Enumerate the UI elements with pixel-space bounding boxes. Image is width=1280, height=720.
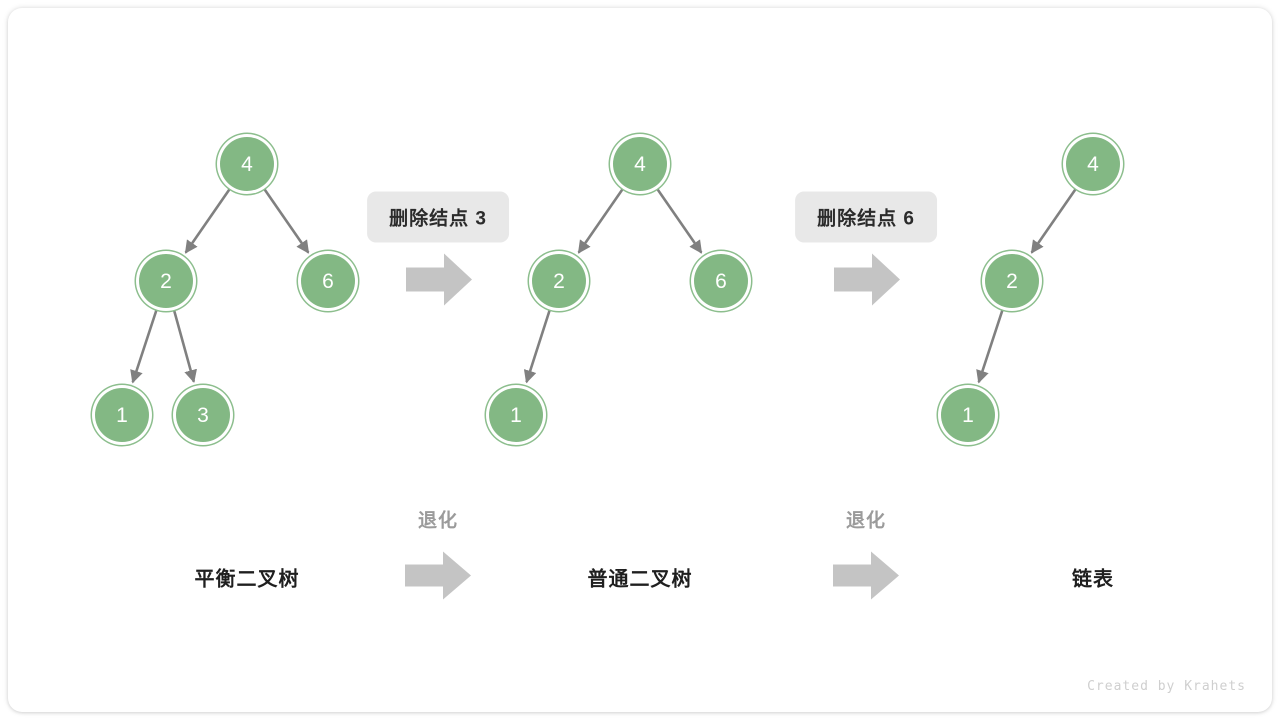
tree-node-6: 6 <box>694 254 748 308</box>
tree-node-1: 1 <box>95 388 149 442</box>
degenerate-label-1: 退化 <box>417 510 459 532</box>
caption-linked-list: 链表 <box>1072 568 1114 591</box>
tree-node-label: 2 <box>553 269 565 293</box>
tree-node-label: 1 <box>116 403 128 427</box>
tree-node-label: 1 <box>962 403 974 427</box>
operation-chip-delete-node-6: 删除结点 6 <box>795 191 937 243</box>
caption-ordinary-tree: 普通二叉树 <box>587 568 693 591</box>
tree-edges-layer <box>130 187 1078 384</box>
caption-transition-arrow-1 <box>403 550 473 607</box>
tree-edge <box>577 187 625 254</box>
tree-node-label: 2 <box>1006 269 1018 293</box>
diagram-canvas: 4 2 6 1 3 4 2 6 1 4 2 1 删除结点 3 删除结点 6 退化 退化 <box>8 8 1272 712</box>
tree-node-label: 2 <box>160 269 172 293</box>
tree-node-6: 6 <box>301 254 355 308</box>
tree-node-4: 4 <box>1066 137 1120 191</box>
tree-edge <box>523 308 552 384</box>
diagram-stage: 4 2 6 1 3 4 2 6 1 4 2 1 删除结点 3 删除结点 6 退化 退化 <box>8 8 1272 712</box>
tree-node-1: 1 <box>489 388 543 442</box>
tree-node-4: 4 <box>220 137 274 191</box>
tree-node-label: 4 <box>241 152 253 176</box>
tree-node-label: 4 <box>1087 152 1099 176</box>
tree-edge <box>184 187 232 254</box>
tree-node-label: 4 <box>634 152 646 176</box>
tree-node-label: 6 <box>715 269 727 293</box>
tree-edge <box>172 309 197 383</box>
tree-node-4: 4 <box>613 137 667 191</box>
tree-node-2: 2 <box>139 254 193 308</box>
tree-node-1: 1 <box>941 388 995 442</box>
watermark-credit: Created by Krahets <box>1087 679 1246 694</box>
tree-edge <box>130 308 159 384</box>
tree-node-3: 3 <box>176 388 230 442</box>
tree-node-label: 1 <box>510 403 522 427</box>
tree-edge <box>1030 187 1078 254</box>
tree-node-label: 6 <box>322 269 334 293</box>
operation-chip-delete-node-3: 删除结点 3 <box>367 191 509 243</box>
tree-node-label: 3 <box>197 403 209 427</box>
tree-edge <box>655 187 703 254</box>
tree-transition-arrow-1 <box>404 252 474 313</box>
tree-node-2: 2 <box>985 254 1039 308</box>
caption-balanced-tree: 平衡二叉树 <box>194 568 300 591</box>
tree-edge <box>262 187 310 254</box>
caption-transition-arrow-2 <box>831 550 901 607</box>
tree-edge <box>976 308 1005 384</box>
tree-node-2: 2 <box>532 254 586 308</box>
tree-transition-arrow-2 <box>832 252 902 313</box>
degenerate-label-2: 退化 <box>845 510 887 532</box>
